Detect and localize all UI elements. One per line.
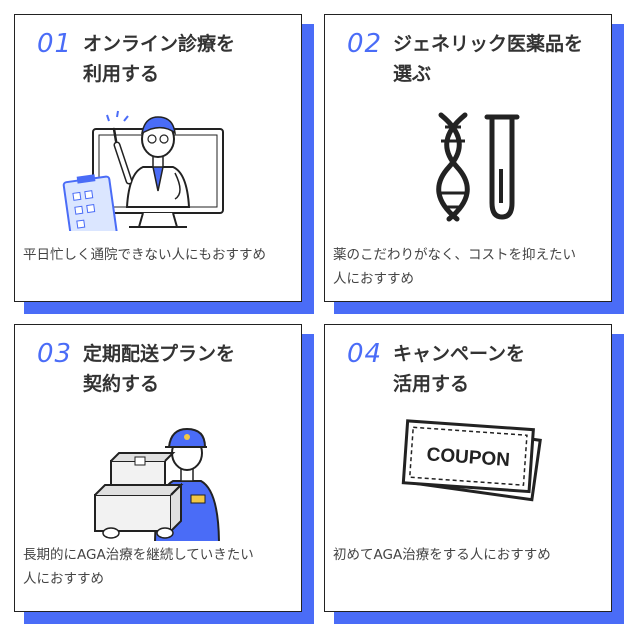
card-description: 平日忙しく通院できない人にもおすすめ: [23, 247, 266, 263]
card-description: 薬のこだわりがなく、コストを抑えたい 人におすすめ: [333, 247, 576, 287]
card-title: オンライン診療を 利用する: [83, 33, 236, 85]
card: 04 キャンペーンを 活用する COUPON 初めてAGA治療をする人におすすめ: [324, 324, 612, 612]
card-title: 定期配送プランを 契約する: [83, 343, 236, 395]
card-regular-delivery: 03 定期配送プランを 契約する 長期的にAGA治療を継続していきたい 人にお: [14, 324, 316, 626]
card-generic-medicine: 02 ジェネリック医薬品を 選ぶ 薬のこだわりがなく、コストを抑えたい 人におす…: [324, 14, 626, 316]
delivery-person-icon: [94, 427, 220, 541]
card-title: ジェネリック医薬品を 選ぶ: [393, 33, 584, 85]
card-number: 01: [37, 29, 73, 59]
doctor-online-icon: [62, 110, 224, 231]
coupon-icon: COUPON: [401, 419, 542, 502]
card-description: 長期的にAGA治療を継続していきたい 人におすすめ: [23, 547, 254, 587]
card-number: 04: [347, 339, 383, 369]
dna-testtube-icon: [436, 112, 520, 222]
card: 01 オンライン診療を 利用する: [14, 14, 302, 302]
card-online-consultation: 01 オンライン診療を 利用する: [14, 14, 316, 316]
card-number: 02: [347, 29, 383, 59]
card-number: 03: [37, 339, 73, 369]
card: 02 ジェネリック医薬品を 選ぶ 薬のこだわりがなく、コストを抑えたい 人におす…: [324, 14, 612, 302]
card: 03 定期配送プランを 契約する 長期的にAGA治療を継続していきたい 人にお: [14, 324, 302, 612]
card-title: キャンペーンを 活用する: [393, 343, 526, 395]
card-description: 初めてAGA治療をする人におすすめ: [333, 547, 551, 563]
card-campaign: 04 キャンペーンを 活用する COUPON 初めてAGA治療をする人におすすめ: [324, 324, 626, 626]
